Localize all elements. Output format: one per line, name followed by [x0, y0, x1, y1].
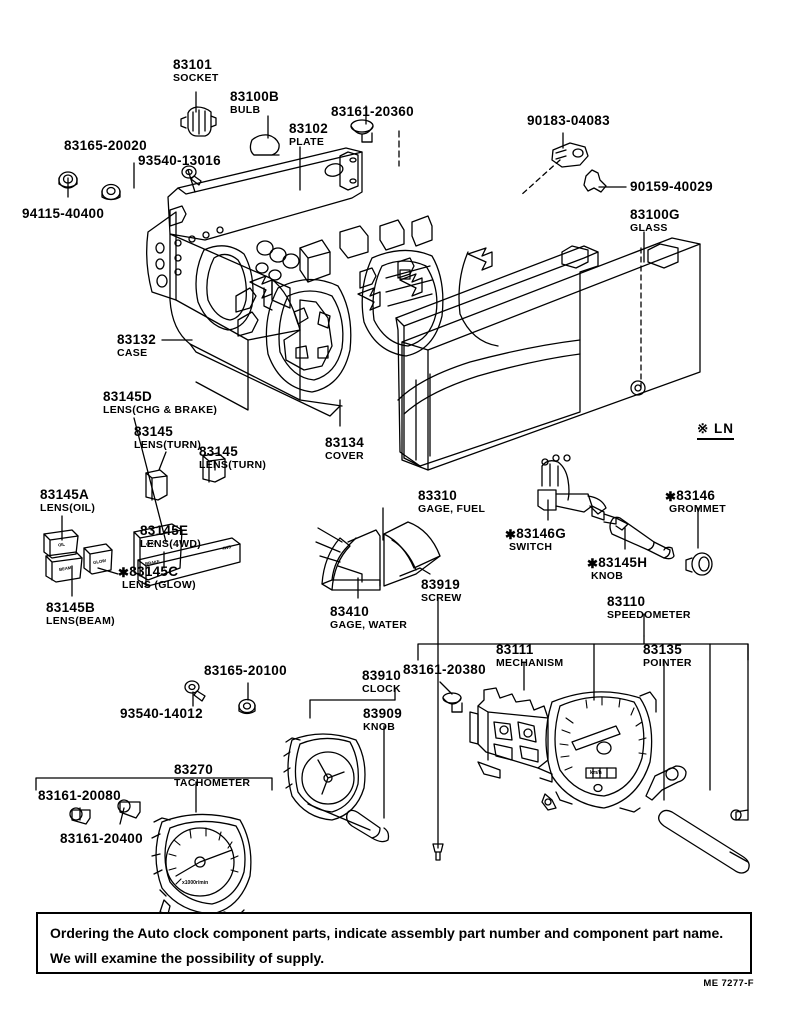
lens-face-oil: OIL — [57, 541, 66, 548]
part-label-90159-40029: 90159-40029 — [630, 179, 713, 194]
lens-face-4wd-right: 4WD — [221, 544, 232, 551]
part-label-83102: 83102 PLATE — [289, 121, 329, 148]
part-83145H-art — [609, 516, 675, 560]
part-83111-art — [469, 687, 553, 783]
part-label-83146: ✱83146 GROMMET — [665, 488, 726, 515]
part-screw-right-art — [730, 809, 749, 821]
ordering-note-box: Ordering the Auto clock component parts,… — [36, 912, 752, 974]
part-83161-20400-art — [117, 799, 141, 819]
part-83410-art — [315, 527, 381, 591]
part-label-83110: 83110 SPEEDOMETER — [607, 594, 691, 621]
part-90183-04083-art — [551, 142, 589, 168]
cluster-center-ring — [265, 278, 352, 393]
part-label-83910: 83910 CLOCK — [362, 668, 402, 695]
part-label-83145A: 83145A LENS(OIL) — [40, 487, 96, 514]
part-83161-20080-art — [69, 807, 91, 825]
part-83919-art — [432, 843, 444, 861]
part-label-83146G: ✱83146G SWITCH — [505, 526, 567, 553]
part-94115-40400-art — [58, 171, 78, 189]
part-label-83135: 83135 POINTER — [643, 642, 692, 669]
part-83145-turn-1-art — [145, 469, 168, 501]
part-label-83410: 83410 GAGE, WATER — [330, 604, 408, 631]
asterisk-mark: ✱ — [665, 489, 677, 504]
part-label-93540-13016: 93540-13016 — [138, 153, 221, 168]
leader-83145-turn-1 — [158, 451, 167, 471]
tachometer-unit-label: x1000r/min — [182, 880, 209, 886]
part-label-83161-20400: 83161-20400 — [60, 831, 143, 846]
part-label-83101: 83101 SOCKET — [173, 57, 219, 84]
part-label-83100G: 83100G GLASS — [630, 207, 680, 234]
part-label-83165-20100: 83165-20100 — [204, 663, 287, 678]
part-label-83145-turn-2: 83145 LENS(TURN) — [199, 444, 267, 471]
part-label-83161-20080: 83161-20080 — [38, 788, 121, 803]
part-label-83132: 83132 CASE — [117, 332, 157, 359]
part-label-90183-04083: 90183-04083 — [527, 113, 610, 128]
part-label-94115-40400: 94115-40400 — [22, 206, 105, 221]
part-83102-art — [146, 147, 363, 301]
leader-83161-20400 — [119, 807, 125, 825]
asterisk-mark: ✱ — [587, 556, 599, 571]
leader-83145C — [97, 567, 119, 575]
part-label-83919: 83919 SCREW — [421, 577, 462, 604]
part-label-83310: 83310 GAGE, FUEL — [418, 488, 486, 515]
part-83910-art — [283, 733, 390, 843]
part-83270-art — [151, 813, 252, 917]
part-83161-20360-art — [350, 119, 374, 143]
part-83146G-art — [537, 454, 629, 531]
leader-83161-20380 — [439, 681, 453, 695]
leader-93540-13016 — [187, 169, 196, 193]
ordering-note-line1: Ordering the Auto clock component parts,… — [50, 925, 724, 941]
lens-face-glow: GLOW — [92, 557, 107, 566]
part-83146-art — [685, 552, 713, 576]
part-label-83909: 83909 KNOB — [363, 706, 403, 733]
asterisk-mark: ✱ — [505, 527, 517, 542]
part-83100B-art — [249, 134, 280, 156]
ordering-note-line2: We will examine the possibility of suppl… — [50, 949, 325, 966]
part-83165-20100-art — [238, 698, 256, 715]
part-83101-art — [180, 106, 217, 137]
case-arrows — [249, 247, 493, 311]
part-label-83161-20360: 83161-20360 — [331, 104, 414, 119]
part-shaft-art — [658, 809, 750, 874]
lens-face-beam: BEAM — [58, 564, 72, 573]
part-83132-art — [169, 215, 433, 417]
drawing-number: ME 7277-F — [703, 978, 754, 989]
part-label-83145-turn-1: 83145 LENS(TURN) — [134, 424, 202, 451]
dash-90183-path — [519, 159, 561, 197]
part-label-83161-20380: 83161-20380 — [403, 662, 486, 677]
part-label-83145B: 83145B LENS(BEAM) — [46, 600, 115, 627]
part-label-83100B: 83100B BULB — [230, 89, 280, 116]
part-93540-14012-art — [184, 680, 206, 702]
part-label-83134: 83134 COVER — [325, 435, 365, 462]
part-83134-art — [395, 245, 646, 467]
part-83100G-art — [401, 237, 701, 471]
part-label-83145H: ✱83145H KNOB — [587, 555, 648, 582]
model-application-mark: ※ LN — [697, 421, 735, 440]
part-83110-art — [541, 691, 657, 813]
part-label-83270: 83270 TACHOMETER — [174, 762, 251, 789]
part-83165-20020-art — [101, 183, 121, 201]
part-label-83145D: 83145D LENS(CHG & BRAKE) — [103, 389, 218, 416]
part-label-93540-14012: 93540-14012 — [120, 706, 203, 721]
part-83135-art — [645, 765, 687, 801]
speedometer-unit-label: km/h — [590, 770, 602, 776]
part-label-83165-20020: 83165-20020 — [64, 138, 147, 153]
part-label-83145C: ✱83145C LENS (GLOW) — [118, 564, 196, 591]
part-label-83145E: 83145E LENS(4WD) — [140, 523, 202, 550]
part-93540-13016-art — [181, 165, 202, 186]
cluster-right-ring — [361, 249, 499, 357]
asterisk-mark: ✱ — [118, 565, 130, 580]
part-90159-40029-art — [583, 169, 607, 193]
part-label-83111: 83111 MECHANISM — [496, 642, 564, 669]
part-83161-20380-art — [442, 692, 463, 713]
